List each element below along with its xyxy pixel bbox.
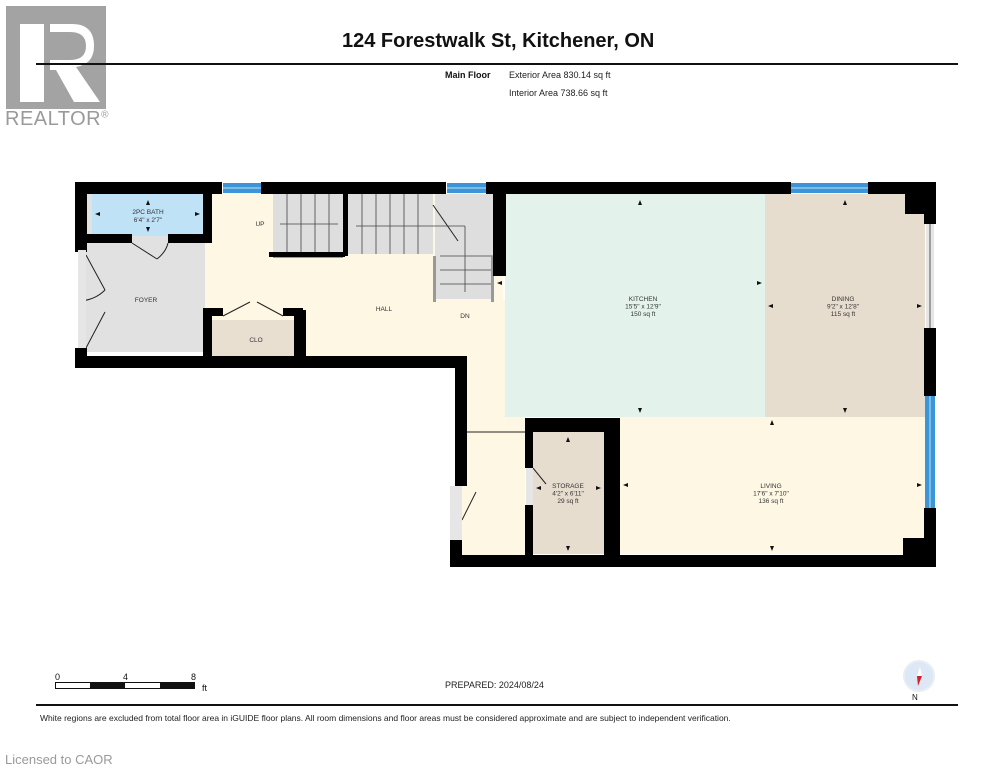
license-notice: Licensed to CAOR <box>5 752 113 767</box>
floor-label: Main Floor <box>445 70 491 80</box>
footer-divider <box>36 704 958 706</box>
scale-bar-graphic <box>55 682 195 689</box>
disclaimer-text: White regions are excluded from total fl… <box>40 713 731 723</box>
closet-label: CLO <box>249 337 262 344</box>
property-address-title: 124 Forestwalk St, Kitchener, ON <box>342 30 655 52</box>
compass <box>903 660 935 692</box>
storage-door-frame <box>526 468 533 505</box>
realtor-text: REALTOR <box>5 108 102 130</box>
room-dining <box>765 194 925 417</box>
scale-bar: 0 4 8 ft <box>55 672 215 696</box>
compass-north-label: N <box>912 693 918 702</box>
scale-tick-4: 4 <box>123 672 129 682</box>
realtor-wordmark: REALTOR® <box>5 108 109 131</box>
registered-mark: ® <box>101 109 109 121</box>
stairs-up <box>273 194 343 258</box>
exterior-area: Exterior Area 830.14 sq ft <box>509 70 611 80</box>
room-kitchen <box>505 194 767 417</box>
room-closet <box>210 320 300 358</box>
title-divider <box>36 63 958 65</box>
interior-area: Interior Area 738.66 sq ft <box>509 88 608 98</box>
stairs-down <box>348 194 494 302</box>
window-panes <box>223 187 931 508</box>
scale-tick-8: 8 <box>191 672 197 682</box>
stairs-up-label: UP <box>255 221 264 228</box>
room-storage <box>532 432 604 554</box>
hall-label: HALL <box>376 306 393 313</box>
walls <box>75 182 936 567</box>
scale-tick-0: 0 <box>55 672 61 682</box>
room-living <box>620 417 925 554</box>
front-door-frame <box>78 250 86 348</box>
dimension-arrows <box>95 200 922 551</box>
door-frame-lower <box>450 486 462 540</box>
foyer-label: FOYER <box>135 297 158 304</box>
stairs-down-label: DN <box>460 313 470 320</box>
scale-unit: ft <box>202 683 208 693</box>
compass-needle-icon <box>917 667 922 686</box>
prepared-date: PREPARED: 2024/08/24 <box>445 680 544 690</box>
